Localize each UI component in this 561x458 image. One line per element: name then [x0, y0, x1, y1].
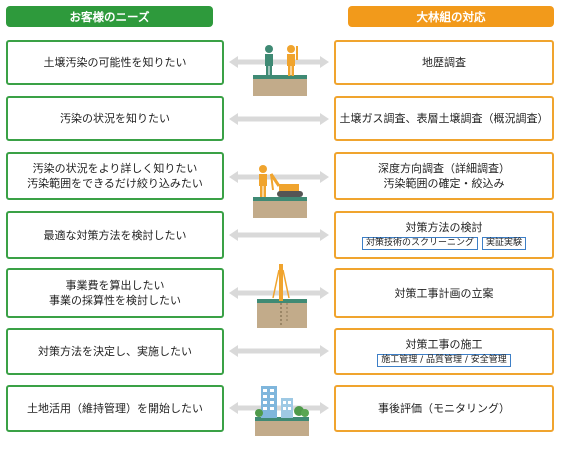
response-box-7: 事後評価（モニタリング） — [334, 385, 554, 432]
response-text: 深度方向調査（詳細調査） — [378, 162, 510, 175]
response-text: 対策方法の検討 — [405, 221, 483, 234]
double-arrow-icon — [229, 113, 329, 125]
response-box-5: 対策工事計画の立案 — [334, 268, 554, 318]
buildings-icon — [255, 386, 309, 436]
double-arrow-icon — [229, 171, 329, 183]
response-text: 事後評価（モニタリング） — [378, 402, 510, 415]
response-tags: 対策技術のスクリーニング 実証実験 — [361, 237, 527, 250]
response-box-2: 土壌ガス調査、表層土壌調査（概況調査） — [334, 96, 554, 141]
need-text: 汚染の状況をより詳しく知りたい — [32, 162, 198, 175]
need-text: 汚染範囲をできるだけ絞り込みたい — [27, 177, 203, 190]
response-text: 対策工事計画の立案 — [394, 286, 494, 300]
double-arrow-icon — [229, 229, 329, 241]
need-text: 対策方法を決定し、実施したい — [38, 345, 192, 358]
response-box-4: 対策方法の検討 対策技術のスクリーニング 実証実験 — [334, 211, 554, 259]
response-box-1: 地歴調査 — [334, 40, 554, 85]
response-box-3: 深度方向調査（詳細調査） 汚染範囲の確定・絞込み — [334, 152, 554, 200]
need-box-3: 汚染の状況をより詳しく知りたい 汚染範囲をできるだけ絞り込みたい — [6, 152, 224, 200]
survey-workers-icon — [253, 45, 307, 96]
response-text: 対策工事の施工 — [405, 337, 483, 351]
customer-needs-header: お客様のニーズ — [6, 6, 213, 27]
need-box-2: 汚染の状況を知りたい — [6, 96, 224, 141]
response-text: 汚染範囲の確定・絞込み — [383, 177, 505, 190]
response-tags: 施工管理 / 品質管理 / 安全管理 — [377, 353, 511, 367]
response-box-6: 対策工事の施工 施工管理 / 品質管理 / 安全管理 — [334, 328, 554, 375]
tag-management: 施工管理 / 品質管理 / 安全管理 — [377, 353, 511, 367]
tag-demonstration: 実証実験 — [482, 237, 527, 250]
need-text: 事業の採算性を検討したい — [49, 294, 181, 307]
need-box-4: 最適な対策方法を検討したい — [6, 211, 224, 259]
need-text: 事業費を算出したい — [65, 279, 165, 292]
need-box-5: 事業費を算出したい 事業の採算性を検討したい — [6, 268, 224, 318]
drilling-rig-icon — [257, 264, 307, 328]
need-text: 土壌汚染の可能性を知りたい — [43, 56, 187, 69]
tag-screening: 対策技術のスクリーニング — [361, 237, 478, 250]
double-arrow-icon — [229, 402, 329, 414]
need-box-7: 土地活用（維持管理）を開始したい — [6, 385, 224, 432]
double-arrow-icon — [229, 56, 329, 68]
response-text: 地歴調査 — [422, 56, 466, 69]
response-text: 土壌ガス調査、表層土壌調査（概況調査） — [339, 112, 549, 125]
need-text: 土地活用（維持管理）を開始したい — [27, 402, 203, 415]
obayashi-response-header: 大林組の対応 — [348, 6, 554, 27]
need-box-6: 対策方法を決定し、実施したい — [6, 328, 224, 375]
need-text: 汚染の状況を知りたい — [60, 112, 170, 125]
double-arrow-icon — [229, 345, 329, 357]
need-box-1: 土壌汚染の可能性を知りたい — [6, 40, 224, 85]
excavator-survey-icon — [253, 165, 307, 218]
need-text: 最適な対策方法を検討したい — [43, 228, 187, 242]
